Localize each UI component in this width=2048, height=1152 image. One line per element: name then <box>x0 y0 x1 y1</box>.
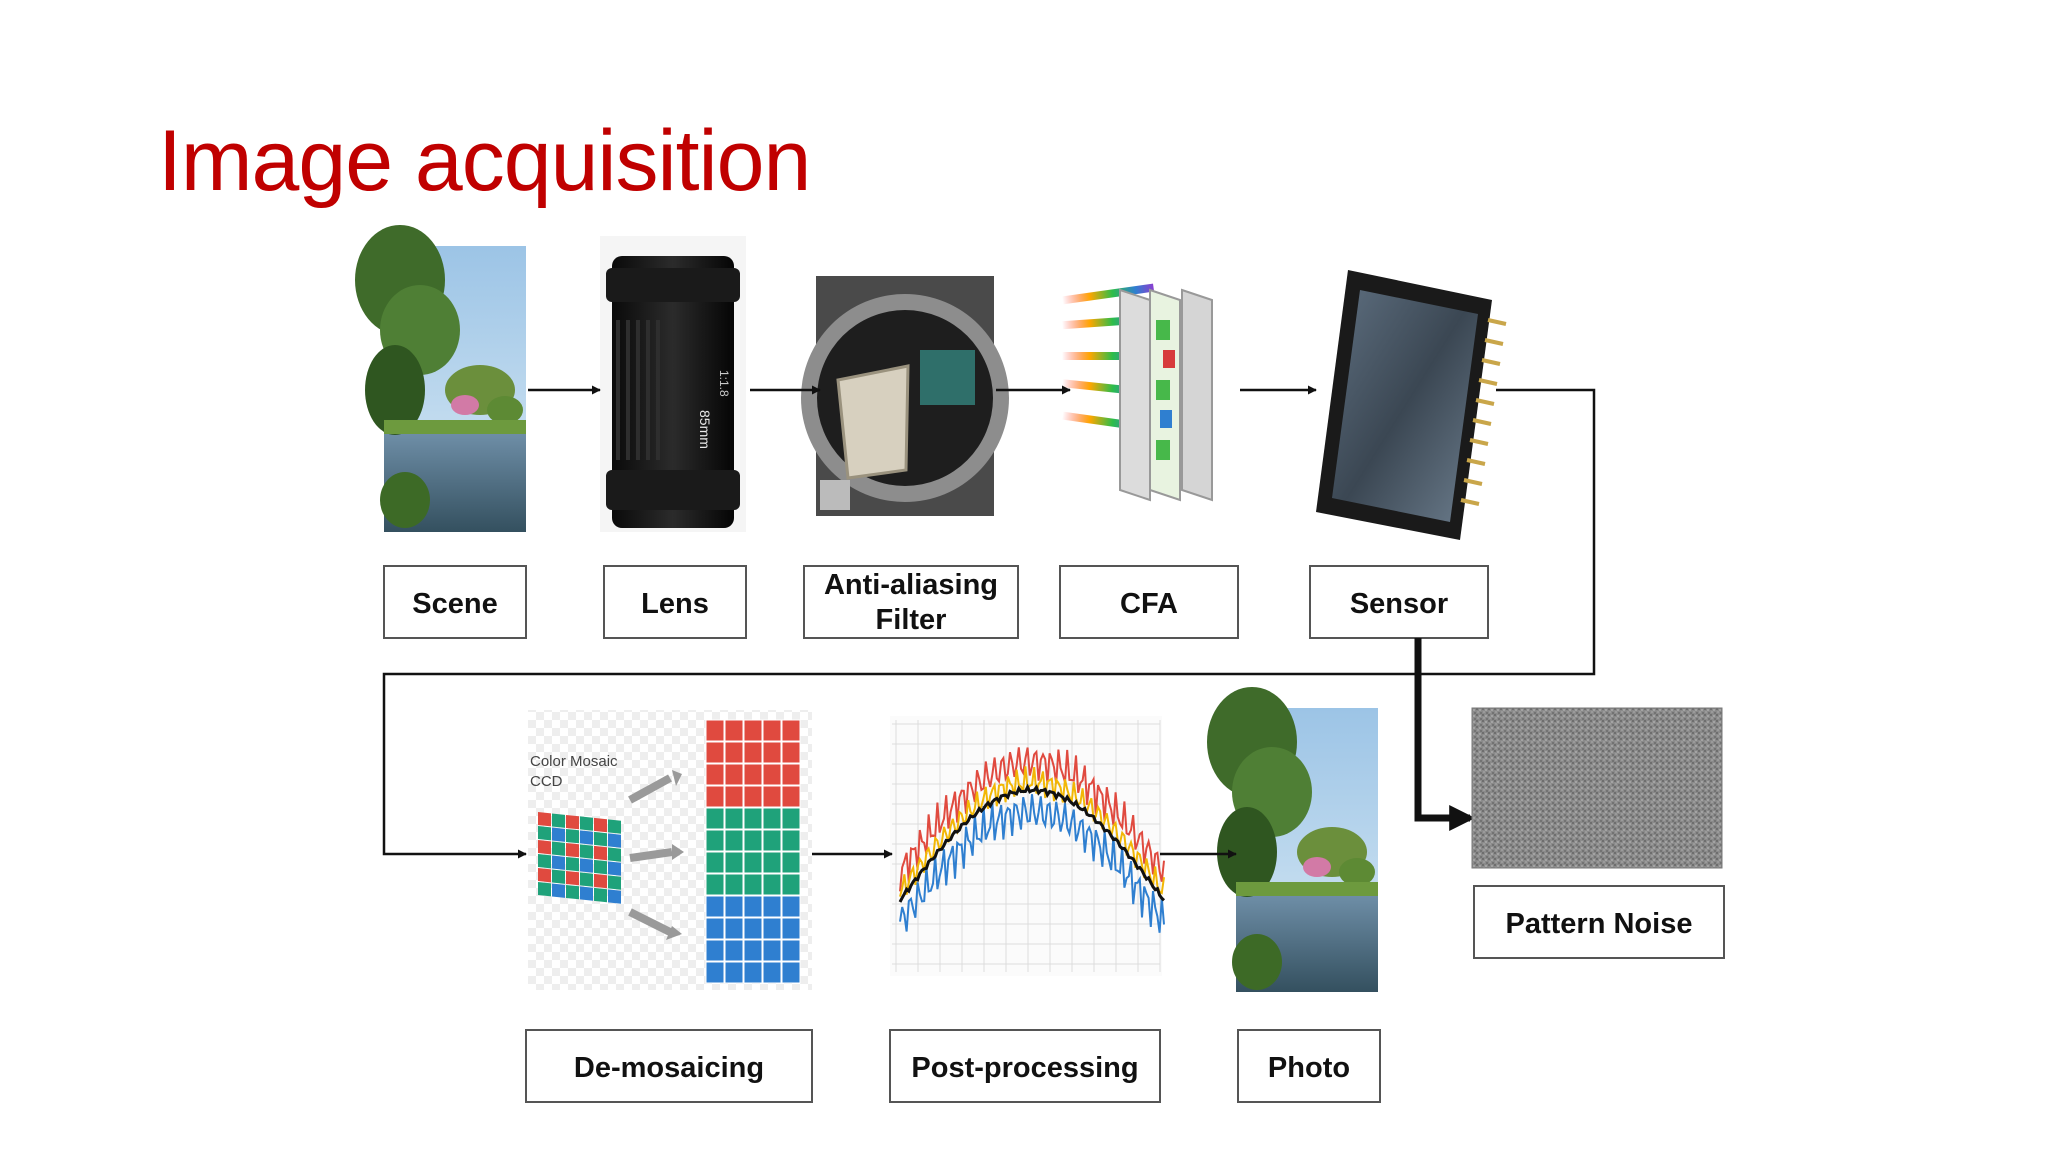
svg-text:Sensor: Sensor <box>1350 588 1448 620</box>
label-cfa: CFA <box>1059 565 1239 639</box>
scene-photo <box>355 225 526 532</box>
demosaic-caption-line1: Color Mosaic <box>530 753 618 770</box>
label-anti-aliasing-filter: Anti-aliasing Filter <box>803 565 1019 639</box>
svg-text:Anti-aliasing: Anti-aliasing <box>824 569 998 601</box>
label-demosaicing: De-mosaicing <box>525 1029 813 1103</box>
lens-aperture-text: 1:1.8 <box>717 370 731 397</box>
svg-text:Lens: Lens <box>641 588 709 620</box>
cfa-illustration <box>1061 283 1213 502</box>
pattern-noise-image <box>1471 707 1723 869</box>
anti-aliasing-filter-photo <box>801 276 1009 516</box>
arrow-sensor-to-pattern-noise <box>1414 638 1476 831</box>
svg-text:Pattern Noise: Pattern Noise <box>1506 908 1693 940</box>
svg-text:Post-processing: Post-processing <box>911 1052 1138 1084</box>
postprocessing-plot <box>890 716 1166 976</box>
svg-text:De-mosaicing: De-mosaicing <box>574 1052 764 1084</box>
slide-title: Image acquisition <box>158 113 811 209</box>
label-sensor: Sensor <box>1309 565 1489 639</box>
connector-sensor-to-demosaicing <box>382 388 1596 859</box>
label-photo: Photo <box>1237 1029 1381 1103</box>
label-postprocessing: Post-processing <box>889 1029 1161 1103</box>
svg-text:Scene: Scene <box>412 588 497 620</box>
demosaicing-illustration: Color Mosaic CCD <box>528 710 812 990</box>
demosaic-caption-line2: CCD <box>530 773 563 790</box>
label-pattern-noise: Pattern Noise <box>1473 885 1725 959</box>
label-scene: Scene <box>383 565 527 639</box>
label-lens: Lens <box>603 565 747 639</box>
lens-focal-text: 85mm <box>697 410 713 449</box>
sensor-chip-photo <box>1316 270 1507 540</box>
lens-photo: 85mm 1:1.8 <box>600 236 746 532</box>
svg-text:CFA: CFA <box>1120 588 1178 620</box>
svg-text:Photo: Photo <box>1268 1052 1350 1084</box>
svg-text:Filter: Filter <box>876 604 947 636</box>
output-photo <box>1207 687 1378 992</box>
